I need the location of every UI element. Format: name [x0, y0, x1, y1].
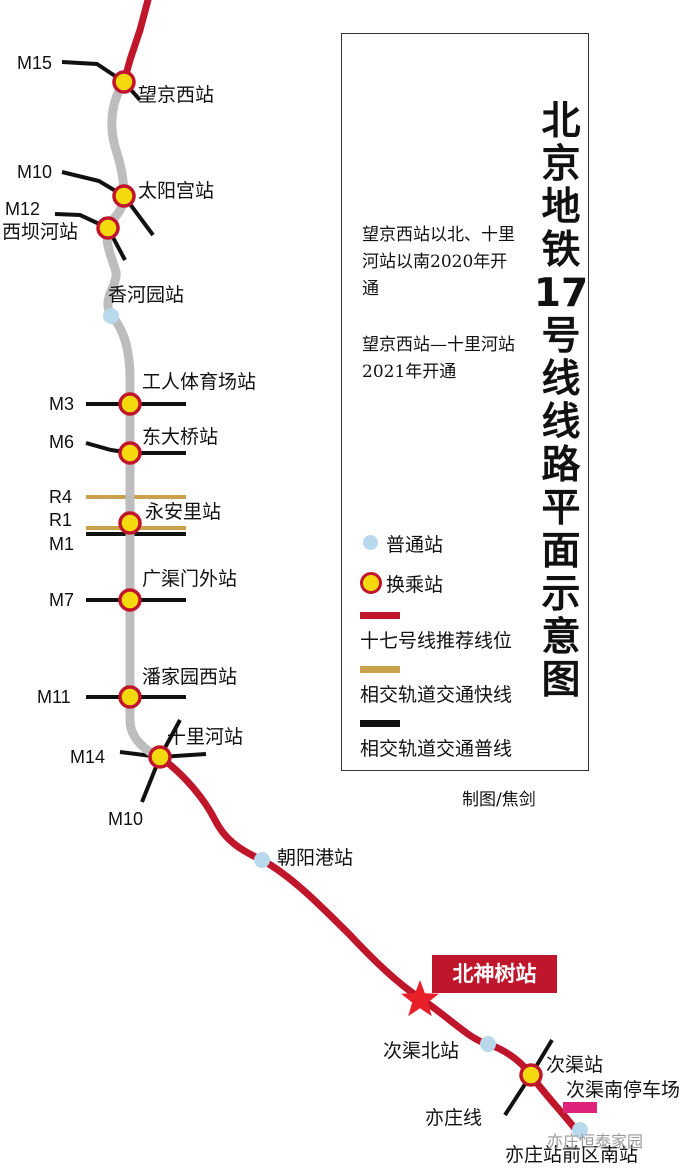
station-dot-wangjingxi[interactable]: [112, 70, 136, 94]
station-label-yonganli: 永安里站: [145, 501, 221, 523]
station-label-yizhuang-qianqu-nan: 亦庄站前区南站: [505, 1144, 638, 1166]
station-dot-yonganli[interactable]: [118, 511, 142, 535]
star-icon[interactable]: [401, 980, 439, 1017]
station-label-wangjingxi: 望京西站: [138, 84, 214, 106]
station-labels: 望京西站 太阳宫站 西坝河站 香河园站 工人体育场站 东大桥站 永安里站 广渠门…: [2, 84, 680, 1166]
transfer-station-icon: [360, 572, 382, 594]
line-label-r4: R4: [49, 487, 72, 507]
line17-south-segment: [156, 753, 584, 1139]
station-dot-xibahe[interactable]: [96, 216, 120, 240]
line-label-m10-top: M10: [17, 162, 52, 182]
legend-express-line: 相交轨道交通快线: [360, 666, 570, 706]
station-label-panjiayuanxi: 潘家园西站: [142, 666, 237, 688]
regular-stations: [103, 308, 588, 1138]
line-m10-top-track: [61, 170, 155, 237]
station-dot-guangqumenwai[interactable]: [118, 588, 142, 612]
line-label-m3: M3: [49, 394, 74, 414]
legend-line17-label: 十七号线推荐线位: [360, 630, 513, 652]
station-dot-yizhuang-qianqu-nan[interactable]: [572, 1122, 588, 1138]
line-label-m14: M14: [70, 747, 105, 767]
legend-transfer-station-label: 换乘站: [386, 574, 444, 596]
station-label-guangqumenwai: 广渠门外站: [142, 568, 237, 590]
station-label-dongdaqiao: 东大桥站: [142, 426, 218, 448]
legend-regular-station: 普通站: [360, 530, 560, 558]
legend-regular-line: 相交轨道交通普线: [360, 720, 570, 760]
map-title: 北京地铁17号线线路平面示意图: [533, 99, 589, 703]
legend-regular-station-label: 普通站: [386, 534, 444, 556]
line-m15-track: [61, 60, 142, 102]
station-label-gongti: 工人体育场站: [142, 371, 256, 393]
map-credit: 制图/焦剑: [462, 790, 536, 810]
regular-station-icon: [363, 535, 378, 550]
opening-note-2020: 望京西站以北、十里河站以南2020年开通: [362, 225, 515, 299]
legend-transfer-station: 换乘站: [360, 570, 560, 598]
legend-regular-line-label: 相交轨道交通普线: [360, 738, 513, 760]
station-label-yizhuang-line: 亦庄线: [425, 1107, 482, 1129]
express-line-swatch-icon: [360, 666, 400, 673]
line-label-m12: M12: [5, 199, 40, 219]
legend-box: [341, 33, 589, 771]
line-label-m11: M11: [37, 687, 71, 707]
line-label-m10-bottom: M10: [108, 809, 143, 829]
station-label-xibahe: 西坝河站: [2, 221, 78, 243]
station-dot-taiyanggong[interactable]: [112, 184, 136, 208]
station-label-chaoyanggang: 朝阳港站: [277, 847, 353, 869]
transfer-stations: [96, 70, 543, 1087]
legend-express-line-label: 相交轨道交通快线: [360, 684, 513, 706]
line-labels: M15 M10 M12 M3 M6 R4 R1 M1 M7 M11 M14 M1…: [5, 53, 143, 829]
line-label-m6: M6: [49, 432, 74, 452]
station-dot-xiangheyuan[interactable]: [103, 308, 119, 324]
line-label-m7: M7: [49, 590, 74, 610]
line17-middle-segment: [102, 77, 165, 762]
station-dot-panjiayuanxi[interactable]: [118, 685, 142, 709]
station-dot-shilihe[interactable]: [148, 745, 172, 769]
station-dot-chaoyanggang[interactable]: [254, 852, 270, 868]
station-dot-gongti[interactable]: [118, 392, 142, 416]
station-label-ciqubei: 次渠北站: [383, 1040, 459, 1062]
line-m12-track: [54, 212, 127, 261]
line17-swatch-icon: [360, 612, 400, 619]
watermark: 亦庄恒泰家园: [547, 1132, 644, 1151]
depot-spur: [563, 1102, 597, 1113]
line17-north-segment: [120, 0, 152, 86]
station-dot-dongdaqiao[interactable]: [118, 441, 142, 465]
station-label-taiyanggong: 太阳宫站: [138, 180, 214, 202]
line-label-r1: R1: [49, 510, 72, 530]
station-label-shilihe: 十里河站: [167, 726, 243, 748]
highlight-station-tag[interactable]: 北神树站: [432, 955, 557, 993]
station-label-ciqu: 次渠站: [546, 1054, 603, 1076]
legend-line17: 十七号线推荐线位: [360, 612, 570, 652]
station-label-xiangheyuan: 香河园站: [108, 284, 184, 306]
line-label-m15: M15: [17, 53, 52, 73]
station-dot-ciqubei[interactable]: [480, 1036, 496, 1052]
regular-line-swatch-icon: [360, 720, 400, 727]
line-label-m1: M1: [49, 534, 74, 554]
opening-note-2021: 望京西站—十里河站2021年开通: [362, 335, 515, 382]
station-label-ciqu-depot: 次渠南停车场: [566, 1079, 680, 1101]
station-dot-ciqu[interactable]: [519, 1063, 543, 1087]
